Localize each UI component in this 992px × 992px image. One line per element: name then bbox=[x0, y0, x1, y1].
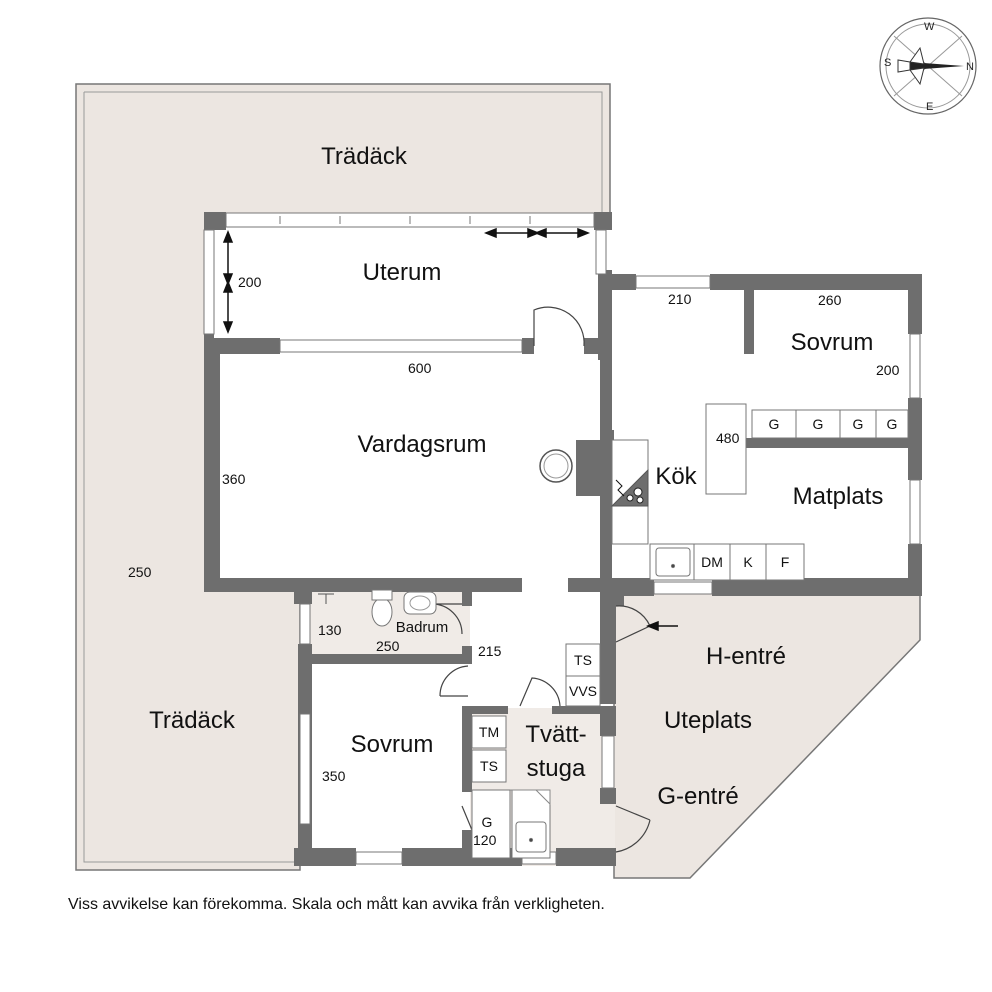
dim-sovrum2-height: 350 bbox=[322, 768, 346, 784]
toilet bbox=[371, 597, 393, 627]
disclaimer-text: Viss avvikelse kan förekomma. Skala och … bbox=[68, 896, 605, 913]
label-sovrum-2: Sovrum bbox=[351, 731, 434, 758]
deck-patio bbox=[613, 591, 921, 879]
door-hentre bbox=[615, 605, 651, 643]
fix-vvs: VVS bbox=[569, 683, 597, 699]
dim-closet-width: 120 bbox=[473, 832, 497, 848]
label-h-entre: H-entré bbox=[706, 643, 786, 670]
door-closet bbox=[461, 805, 473, 831]
shower bbox=[318, 593, 334, 604]
label-uteplats: Uteplats bbox=[664, 707, 752, 734]
label-matplats: Matplats bbox=[793, 483, 884, 510]
fireplace bbox=[539, 449, 573, 483]
fix-freezer: F bbox=[781, 554, 790, 570]
dim-kitchen-top: 210 bbox=[668, 291, 692, 307]
room-labels: Trädäck Uterum Vardagsrum Sovrum Kök Mat… bbox=[149, 143, 883, 810]
label-badrum: Badrum bbox=[396, 619, 449, 636]
compass-icon: N S E W bbox=[879, 17, 977, 115]
fix-ts-laundry: TS bbox=[480, 758, 498, 774]
dim-badrum-width: 250 bbox=[376, 638, 400, 654]
wardrobe-row bbox=[751, 409, 909, 439]
fix-wardrobe-a: G bbox=[769, 416, 780, 432]
fix-dishwasher: DM bbox=[701, 554, 723, 570]
fix-ts-hall: TS bbox=[574, 652, 592, 668]
label-g-entre: G-entré bbox=[657, 783, 738, 810]
kitchen bbox=[539, 403, 909, 581]
laundry-fixtures bbox=[471, 643, 601, 859]
label-vardagsrum: Vardagsrum bbox=[358, 431, 487, 458]
fix-closet-g: G bbox=[482, 814, 493, 830]
label-uterum: Uterum bbox=[363, 259, 442, 286]
compass-w: W bbox=[924, 21, 935, 33]
door-gentre bbox=[615, 805, 651, 853]
bathroom bbox=[318, 589, 437, 627]
fix-tm: TM bbox=[479, 724, 499, 740]
dim-uterum-height: 200 bbox=[238, 274, 262, 290]
door-laundry bbox=[519, 677, 561, 707]
dim-kitchen-length: 480 bbox=[716, 430, 740, 446]
dim-badrum-height: 130 bbox=[318, 622, 342, 638]
fix-wardrobe-d: G bbox=[887, 416, 898, 432]
slide-arrows bbox=[222, 227, 678, 632]
deck-left-inner-edge bbox=[84, 91, 603, 220]
dim-vardagsrum-height: 360 bbox=[222, 471, 246, 487]
walls bbox=[204, 212, 922, 866]
dim-uterum-width: 600 bbox=[408, 360, 432, 376]
label-tradack-left: Trädäck bbox=[149, 707, 236, 734]
laundry-sink bbox=[515, 821, 547, 853]
windows bbox=[203, 212, 921, 865]
compass-n: N bbox=[966, 61, 974, 73]
doors bbox=[431, 306, 651, 853]
fix-wardrobe-c: G bbox=[853, 416, 864, 432]
label-tradack-top: Trädäck bbox=[321, 143, 408, 170]
kitchen-island bbox=[705, 403, 747, 495]
compass-s: S bbox=[884, 57, 891, 69]
fix-wardrobe-b: G bbox=[813, 416, 824, 432]
sink-kitchen bbox=[655, 547, 691, 577]
compass-e: E bbox=[926, 101, 933, 113]
washbasin bbox=[403, 591, 437, 615]
dim-deck-depth: 250 bbox=[128, 564, 152, 580]
door-sovrum2 bbox=[439, 665, 469, 697]
deck-left-inner-edge-2 bbox=[83, 92, 300, 863]
door-uterum bbox=[533, 306, 585, 347]
dim-sovrum-height: 200 bbox=[876, 362, 900, 378]
label-tvattstuga-1: Tvätt- bbox=[525, 721, 586, 748]
dim-sovrum-width: 260 bbox=[818, 292, 842, 308]
fixture-labels: G G G G DM K F TS VVS TM TS G bbox=[479, 416, 898, 830]
label-tvattstuga-2: stuga bbox=[527, 755, 586, 782]
label-sovrum-1: Sovrum bbox=[791, 329, 874, 356]
dimension-labels: 200 600 210 260 200 480 360 250 130 250 … bbox=[128, 274, 900, 848]
door-badrum bbox=[431, 603, 463, 635]
dim-hall-width: 215 bbox=[478, 643, 502, 659]
fix-fridge: K bbox=[743, 554, 753, 570]
label-kok: Kök bbox=[655, 463, 697, 490]
